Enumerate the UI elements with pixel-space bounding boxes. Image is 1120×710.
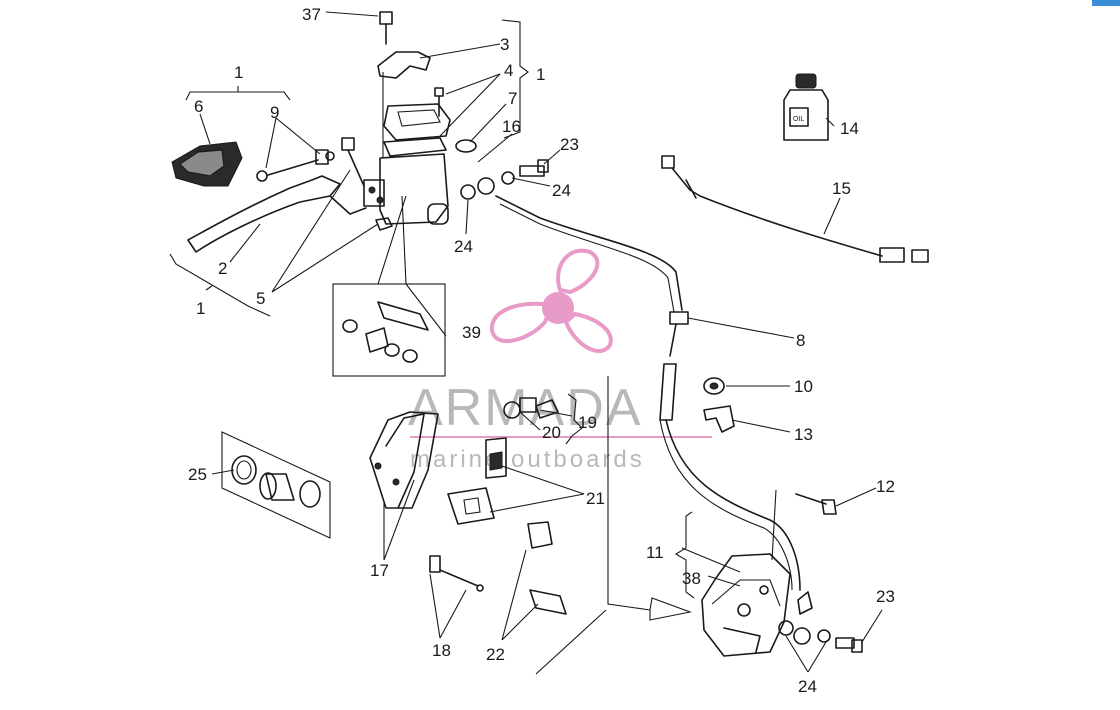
callout-23-lower: 23 [876, 587, 895, 606]
banjo-fitting-lower [778, 591, 863, 653]
part-5-pivot-pin [341, 137, 365, 187]
part-4-screw [434, 87, 444, 117]
callout-22: 22 [486, 645, 505, 664]
callout-37: 37 [302, 5, 321, 24]
callout-20: 20 [542, 423, 561, 442]
watermark-brand: ARMADA [408, 379, 642, 437]
propeller-logo-icon [489, 248, 613, 353]
part-14-oil-bottle: OIL [783, 73, 829, 141]
part-13-clip [703, 405, 735, 433]
part-11-brake-caliper [674, 511, 791, 657]
part-3-cap [377, 51, 431, 79]
leader-lines [199, 11, 883, 673]
part-10-nut [703, 377, 725, 395]
callout-24-lower: 24 [798, 677, 817, 696]
banjo-fitting-upper [460, 159, 549, 200]
watermark-tagline: marine outboards [410, 446, 645, 473]
callout-8: 8 [796, 331, 805, 350]
callout-2: 2 [218, 259, 227, 278]
callout-4: 4 [504, 61, 513, 80]
part-22-bushings [527, 521, 567, 615]
group-brackets [169, 19, 529, 317]
callout-18: 18 [432, 641, 451, 660]
part-7-reservoir-cover [383, 103, 451, 141]
callout-12: 12 [876, 477, 895, 496]
callout-11: 11 [646, 543, 664, 562]
master-cylinder-body [379, 153, 449, 225]
callout-7: 7 [508, 89, 517, 108]
corner-tab [1092, 0, 1120, 6]
callout-17: 17 [370, 561, 389, 580]
watermark-logo: ARMADA marine outboards [408, 248, 712, 473]
assembly-arrows [535, 376, 693, 675]
callout-5: 5 [256, 289, 265, 308]
callout-24-upper-left: 24 [454, 237, 473, 256]
part-8-brake-hose [495, 195, 801, 591]
callout-21: 21 [586, 489, 605, 508]
callout-19: 19 [578, 413, 597, 432]
part-2-brake-lever [187, 175, 341, 253]
callout-14: 14 [840, 119, 859, 138]
part-18-pad-pin [429, 555, 484, 592]
callout-24-upper-right: 24 [552, 181, 571, 200]
part-39-repair-kit [332, 283, 446, 377]
part-5-nut [375, 217, 393, 231]
callout-39: 39 [462, 323, 481, 342]
part-9-screw-and-nut [256, 149, 335, 182]
oil-bottle-label: OIL [793, 116, 804, 123]
callout-1-master: 1 [536, 65, 545, 84]
callout-9: 9 [270, 103, 279, 122]
callout-1-grip: 1 [234, 63, 243, 82]
callout-15: 15 [832, 179, 851, 198]
callout-25: 25 [188, 465, 207, 484]
part-21-pad-spring [447, 437, 507, 525]
callout-38: 38 [682, 569, 701, 588]
part-25-seal-kit [221, 431, 331, 539]
callout-23-upper: 23 [560, 135, 579, 154]
callout-13: 13 [794, 425, 813, 444]
master-cylinder-group [171, 11, 477, 253]
callout-3: 3 [500, 35, 509, 54]
part-15-brake-switch-cable [661, 155, 929, 263]
part-37-bolt [379, 11, 393, 45]
callout-labels: 37 3 4 7 16 1 1 1 6 9 2 5 23 24 24 14 15… [188, 5, 895, 696]
part-19-20-bleeder [503, 393, 583, 445]
callout-10: 10 [794, 377, 813, 396]
callout-6: 6 [194, 97, 203, 116]
part-17-brake-pads [369, 411, 439, 509]
callout-16: 16 [502, 117, 521, 136]
part-16-seal [455, 139, 477, 153]
part-12-screw [795, 493, 837, 515]
part-4-gasket [383, 137, 447, 157]
callout-1-lever: 1 [196, 299, 205, 318]
